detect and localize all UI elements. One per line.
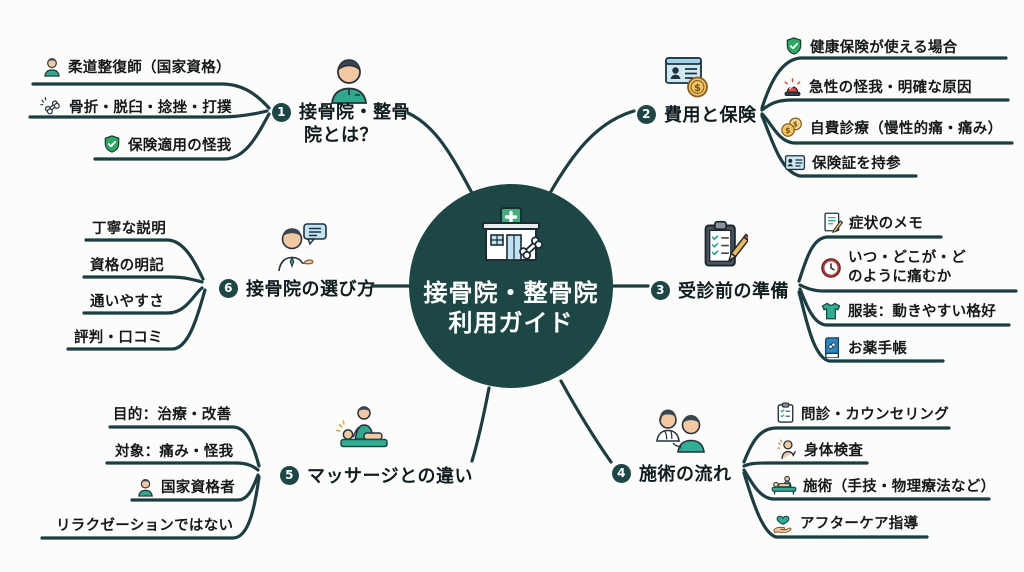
branch-title-1: 1 接骨院・整骨 院とは？ bbox=[272, 101, 410, 147]
leaf-item: 対象：痛み・怪我 bbox=[115, 444, 234, 460]
leaf-item: いつ・どこが・ど のように痛むか bbox=[820, 249, 966, 287]
leaf-item: 保険証を持参 bbox=[784, 152, 901, 173]
clipboard-pencil-icon bbox=[700, 219, 748, 271]
siren-icon bbox=[782, 77, 803, 97]
branch-title-5: 5 マッサージとの違い bbox=[280, 462, 473, 488]
branch-title-4: 4 施術の流れ bbox=[612, 460, 732, 486]
body-check-icon bbox=[776, 438, 798, 460]
doctor-patient-icon bbox=[651, 407, 707, 455]
leaf-item: 身体検査 bbox=[776, 438, 863, 460]
branch-number-badge: 6 bbox=[219, 278, 238, 298]
leaf-item: お薬手帳 bbox=[822, 336, 907, 358]
leaf-item: $ $ 自費診療（慢性的痛・痛み） bbox=[780, 116, 1002, 138]
consult-person-icon bbox=[271, 222, 331, 272]
leaf-item: 問診・カウンセリング bbox=[776, 402, 949, 424]
leaf-item: 丁寧な説明 bbox=[92, 221, 166, 237]
massage-table-icon bbox=[771, 475, 797, 496]
svg-text:$: $ bbox=[793, 120, 798, 129]
leaf-item: 国家資格者 bbox=[136, 476, 235, 497]
branch-number-badge: 3 bbox=[651, 280, 670, 300]
person-icon bbox=[42, 56, 62, 77]
person-icon bbox=[136, 477, 155, 497]
id-card-coin-icon: $ bbox=[663, 54, 711, 100]
clock-icon bbox=[820, 257, 842, 279]
coins-icon: $ $ bbox=[780, 116, 804, 138]
medicine-book-icon bbox=[822, 336, 842, 358]
branch-number-badge: 2 bbox=[637, 104, 656, 124]
clipboard-icon bbox=[776, 402, 795, 424]
branch-number-badge: 5 bbox=[280, 465, 299, 485]
branch-title-2: 2 費用と保険 bbox=[637, 101, 757, 127]
leaf-item: 保険適用の怪我 bbox=[102, 134, 232, 155]
branch-title-6: 6 接骨院の選び方 bbox=[219, 275, 376, 301]
center-title: 接骨院・整骨院 利用ガイド bbox=[423, 279, 599, 337]
branch-number-badge: 1 bbox=[272, 103, 291, 122]
bone-icon bbox=[40, 95, 63, 118]
leaf-item: 健康保険が使える場合 bbox=[784, 36, 958, 57]
svg-text:$: $ bbox=[694, 83, 701, 94]
leaf-item: 柔道整復師（国家資格） bbox=[42, 56, 231, 77]
leaf-item: 服装：動きやすい格好 bbox=[820, 300, 996, 321]
hand-heart-icon bbox=[772, 512, 794, 533]
id-card-icon bbox=[784, 154, 806, 172]
shield-check-icon bbox=[784, 36, 804, 57]
leaf-item: 評判・口コミ bbox=[74, 330, 163, 346]
svg-text:$: $ bbox=[785, 126, 790, 135]
branch-number-badge: 4 bbox=[612, 463, 631, 483]
massage-icon bbox=[328, 405, 390, 451]
shield-check-icon bbox=[102, 134, 122, 155]
leaf-item: 症状のメモ bbox=[822, 211, 923, 233]
leaf-item: 通いやすさ bbox=[90, 294, 164, 310]
leaf-item: リラクゼーションではない bbox=[56, 518, 234, 534]
leaf-item: 骨折・脱臼・捻挫・打撲 bbox=[40, 95, 232, 118]
leaf-item: 施術（手技・物理療法など） bbox=[771, 475, 995, 496]
branch-title-3: 3 受診前の準備 bbox=[651, 277, 789, 303]
tshirt-icon bbox=[820, 301, 842, 321]
leaf-item: アフターケア指導 bbox=[772, 512, 918, 533]
practitioner-icon bbox=[326, 56, 372, 104]
leaf-item: 急性の怪我・明確な原因 bbox=[782, 76, 972, 97]
leaf-item: 資格の明記 bbox=[90, 258, 164, 274]
clinic-building-icon bbox=[475, 206, 547, 276]
leaf-item: 目的：治療・改善 bbox=[113, 407, 232, 423]
center-node: 接骨院・整骨院 利用ガイド bbox=[409, 184, 613, 388]
memo-icon bbox=[822, 211, 843, 233]
